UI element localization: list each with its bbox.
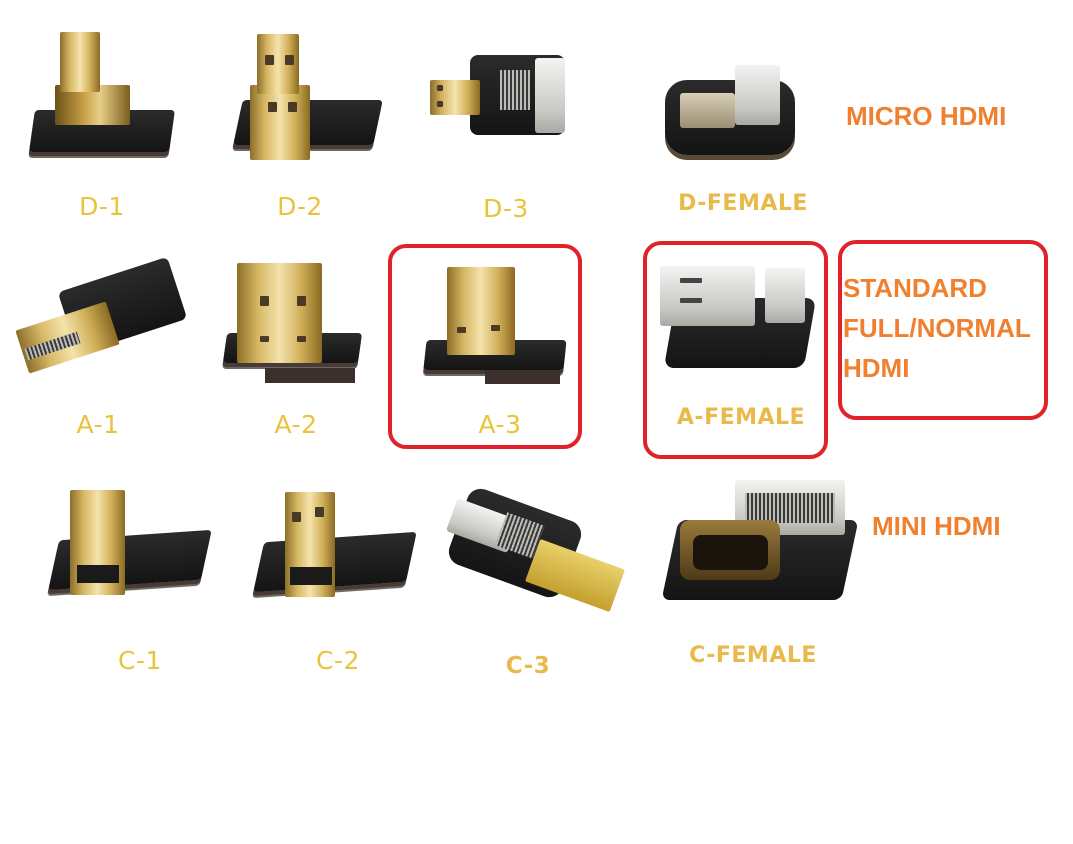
label-a2: A-2 bbox=[274, 410, 318, 439]
label-d1: D-1 bbox=[79, 192, 125, 221]
highlight-box-standard-hdmi bbox=[838, 240, 1048, 420]
connector-c1-image bbox=[48, 485, 215, 610]
connector-c-female-image bbox=[661, 475, 860, 610]
label-a-female: A-FEMALE bbox=[676, 405, 806, 430]
label-c-female: C-FEMALE bbox=[689, 643, 817, 668]
label-d-female: D-FEMALE bbox=[678, 191, 808, 216]
highlight-box-a-female bbox=[643, 241, 828, 459]
connector-a2-image bbox=[222, 258, 375, 388]
connector-a1-image bbox=[15, 256, 188, 380]
connector-a-female-image bbox=[655, 258, 820, 378]
label-d2: D-2 bbox=[277, 192, 323, 221]
connector-d1-image bbox=[29, 30, 180, 160]
label-c2: C-2 bbox=[316, 646, 360, 675]
label-a1: A-1 bbox=[76, 410, 120, 439]
category-standard-line3: HDMI bbox=[843, 353, 910, 383]
connector-d2-image bbox=[230, 30, 385, 160]
connector-d3-image bbox=[425, 55, 575, 145]
category-standard-hdmi: STANDARD FULL/NORMAL HDMI bbox=[843, 268, 1031, 388]
connector-c3-image bbox=[444, 484, 630, 613]
label-c3: C-3 bbox=[505, 653, 551, 679]
category-mini-hdmi: MINI HDMI bbox=[872, 511, 1001, 541]
connector-a3-image bbox=[423, 265, 575, 385]
highlight-box-a3 bbox=[388, 244, 582, 449]
label-c1: C-1 bbox=[118, 646, 162, 675]
connector-d-female-image bbox=[660, 55, 810, 165]
label-a3: A-3 bbox=[478, 410, 522, 439]
category-micro-hdmi: MICRO HDMI bbox=[846, 101, 1007, 131]
connector-c2-image bbox=[253, 487, 420, 612]
category-standard-line2: FULL/NORMAL bbox=[843, 313, 1031, 343]
label-d3: D-3 bbox=[483, 194, 529, 223]
category-standard-line1: STANDARD bbox=[843, 273, 987, 303]
